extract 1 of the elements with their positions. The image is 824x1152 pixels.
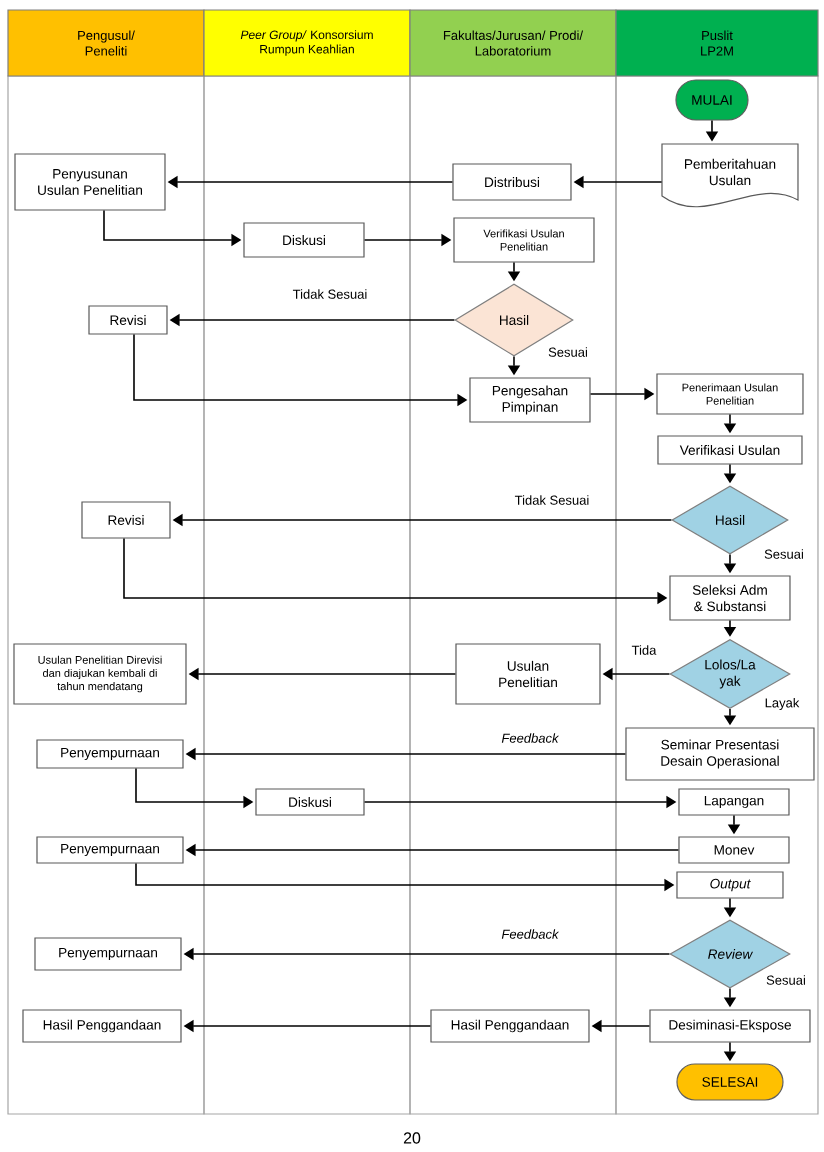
- page-number: 20: [403, 1132, 421, 1144]
